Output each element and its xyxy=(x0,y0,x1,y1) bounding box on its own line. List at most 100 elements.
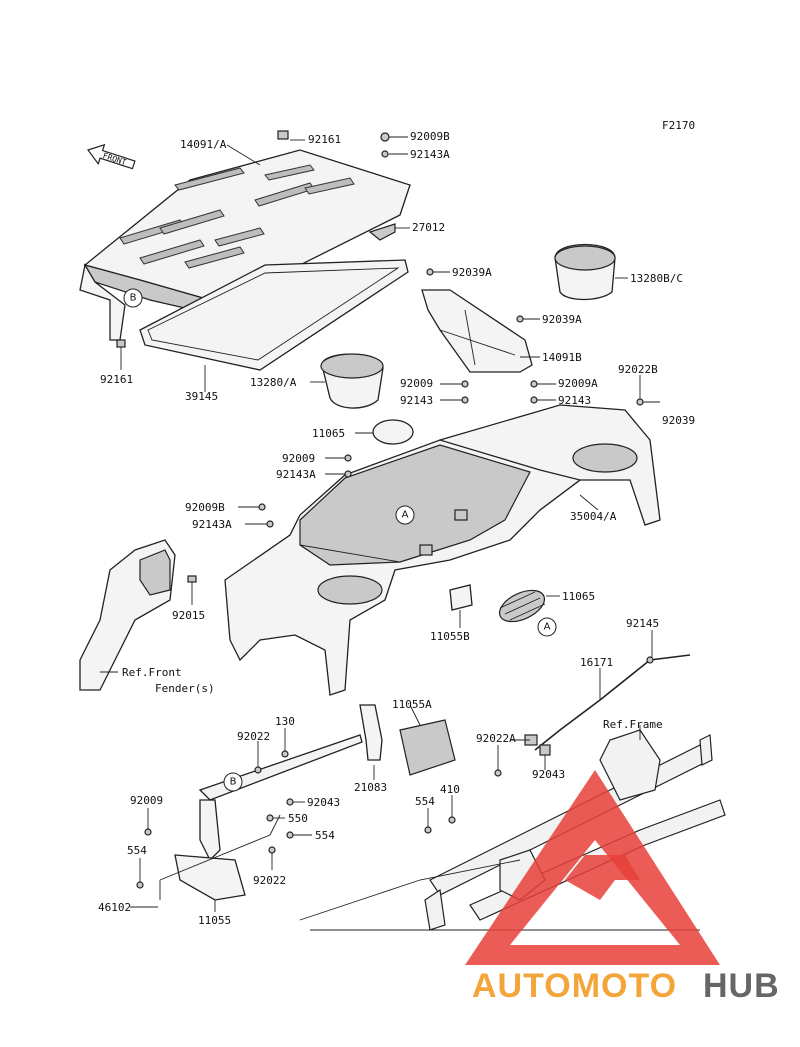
label-92009A: 92009A xyxy=(558,377,598,390)
label-92009B-top: 92009B xyxy=(410,130,450,143)
pin-554-b xyxy=(136,881,144,889)
clip-92161-left xyxy=(116,339,126,348)
label-92009B-b: 92009B xyxy=(185,501,225,514)
pin-554-a xyxy=(286,831,294,839)
washer-92143A-top xyxy=(381,150,389,158)
label-550: 550 xyxy=(288,812,308,825)
bolt-92009-mid xyxy=(461,380,469,388)
label-130: 130 xyxy=(275,715,295,728)
bracket-14091B xyxy=(421,289,533,373)
watermark-text-1: AUTOMOTO xyxy=(472,967,677,1005)
label-ref-front-2: Fender(s) xyxy=(155,682,215,695)
pin-550 xyxy=(266,814,274,822)
bolt-92009B-b xyxy=(258,503,266,511)
watermark-logo: AUTOMOTO HUB xyxy=(465,770,780,1005)
label-92143A-top: 92143A xyxy=(410,148,450,161)
label-92022A: 92022A xyxy=(476,732,516,745)
clip-92043-a xyxy=(286,798,294,806)
callout-b-top xyxy=(123,288,143,308)
clip-92015 xyxy=(187,575,197,583)
clip-92022-a xyxy=(254,766,262,774)
part-labels: 14091/A 92161 92009B 92143A 27012 13280B… xyxy=(98,130,695,927)
bolt-92009-b xyxy=(344,454,352,462)
figure-code: F2170 xyxy=(662,119,695,132)
bolt-92039A-b xyxy=(516,315,524,323)
callout-b-bottom xyxy=(223,772,243,792)
label-21083: 21083 xyxy=(354,781,387,794)
bracket-27012 xyxy=(368,223,396,241)
bolt-92009B-top xyxy=(380,132,390,142)
label-ref-front-1: Ref.Front xyxy=(122,666,182,679)
bolt-92039A-a xyxy=(426,268,434,276)
label-16171: 16171 xyxy=(580,656,613,669)
seal-39145 xyxy=(139,259,409,371)
washer-92143-right xyxy=(530,396,538,404)
label-39145: 39145 xyxy=(185,390,218,403)
label-14091A: 14091/A xyxy=(180,138,227,151)
label-92009-mid: 92009 xyxy=(400,377,433,390)
label-92039A-a: 92039A xyxy=(452,266,492,279)
callout-a-top-label: A xyxy=(402,510,409,521)
washer-92143A-c xyxy=(266,520,274,528)
watermark-text-2: HUB xyxy=(703,967,780,1005)
label-46102: 46102 xyxy=(98,901,131,914)
front-arrow-icon: FRONT xyxy=(87,143,136,170)
label-14091B: 14091B xyxy=(542,351,582,364)
leader-lines xyxy=(100,136,660,912)
callout-a-top xyxy=(395,505,415,525)
label-92145: 92145 xyxy=(626,617,659,630)
label-ref-frame: Ref.Frame xyxy=(603,718,663,731)
lid-11065-top xyxy=(372,419,414,445)
rear-cover-upper xyxy=(79,149,411,341)
cup-holder-13280BC xyxy=(554,243,616,301)
label-92143A-b: 92143A xyxy=(276,468,316,481)
label-92022-b: 92022 xyxy=(253,874,286,887)
washer-92143-mid xyxy=(461,396,469,404)
label-13280BC: 13280B/C xyxy=(630,272,683,285)
label-92043-right: 92043 xyxy=(532,768,565,781)
label-554-b: 554 xyxy=(127,844,147,857)
label-92022-a: 92022 xyxy=(237,730,270,743)
callout-b-bottom-label: B xyxy=(230,777,237,788)
label-92143A-c: 92143A xyxy=(192,518,232,531)
pin-410 xyxy=(448,816,456,824)
bolt-92009-c xyxy=(144,828,152,836)
clip-92161-top xyxy=(277,130,289,140)
latch-assembly xyxy=(159,704,456,901)
label-11065-bottom: 11065 xyxy=(562,590,595,603)
label-92043-left: 92043 xyxy=(307,796,340,809)
pin-130 xyxy=(281,750,289,758)
callout-b-top-label: B xyxy=(130,293,137,304)
label-410: 410 xyxy=(440,783,460,796)
label-92143-mid: 92143 xyxy=(400,394,433,407)
label-92161-top: 92161 xyxy=(308,133,341,146)
bolt-92009A xyxy=(530,380,538,388)
label-35004A: 35004/A xyxy=(570,510,617,523)
label-13280A: 13280/A xyxy=(250,376,297,389)
label-11065-top: 11065 xyxy=(312,427,345,440)
label-27012: 27012 xyxy=(412,221,445,234)
washer-92143A-b xyxy=(344,470,352,478)
label-92022B: 92022B xyxy=(618,363,658,376)
lid-11065-bottom xyxy=(498,589,546,623)
rear-body-35004A xyxy=(224,404,661,696)
callout-a-bottom-label: A xyxy=(544,622,551,633)
label-554-c: 554 xyxy=(415,795,435,808)
label-92039: 92039 xyxy=(662,414,695,427)
label-92009-b: 92009 xyxy=(282,452,315,465)
label-554-a: 554 xyxy=(315,829,335,842)
clip-92043-right xyxy=(539,744,551,756)
clip-92145 xyxy=(646,656,654,664)
cable-16171 xyxy=(534,654,691,751)
callout-a-bottom xyxy=(537,617,557,637)
clip-92022B xyxy=(636,398,644,406)
label-92161-left: 92161 xyxy=(100,373,133,386)
label-11055: 11055 xyxy=(198,914,231,927)
label-11055B: 11055B xyxy=(430,630,470,643)
label-92009-c: 92009 xyxy=(130,794,163,807)
cup-holder-13280A xyxy=(320,353,384,409)
clip-92022A-b xyxy=(494,769,502,777)
label-92143-right: 92143 xyxy=(558,394,591,407)
front-arrow-label: FRONT xyxy=(102,151,128,167)
label-92015: 92015 xyxy=(172,609,205,622)
